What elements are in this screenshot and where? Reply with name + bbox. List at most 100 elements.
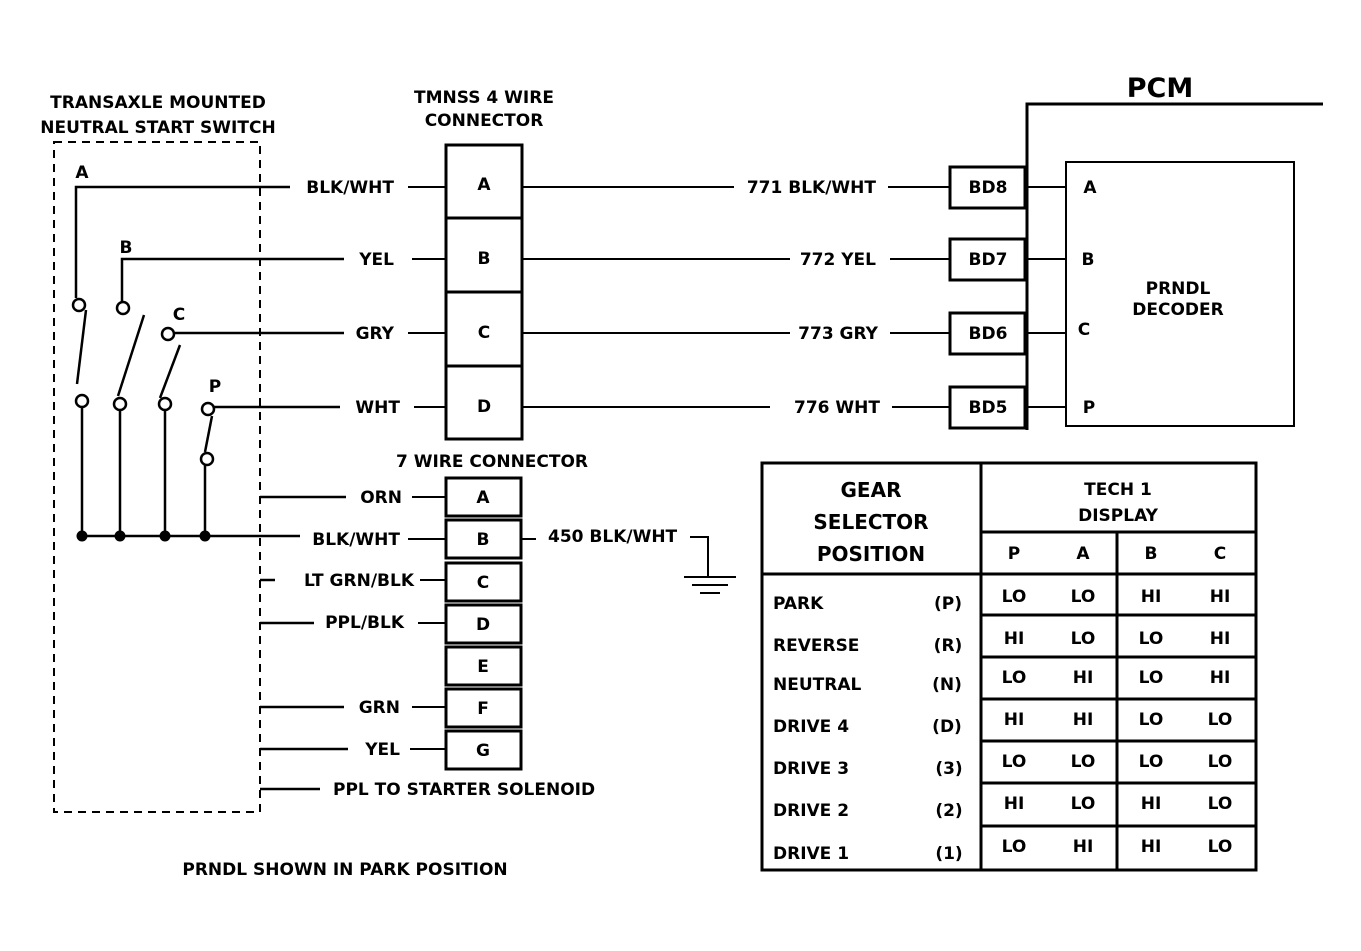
decoder-pin-a: A: [1083, 178, 1097, 198]
seven-pin-b: B: [477, 530, 490, 550]
pcm-pin-bd8: BD8: [969, 178, 1008, 198]
seven-pin-g: G: [476, 741, 490, 761]
table-cell-value: HI: [1141, 837, 1162, 857]
table-header-display: DISPLAY: [1078, 506, 1159, 526]
table-cell-value: LO: [1002, 837, 1027, 857]
wire-label-772: 772 YEL: [800, 250, 876, 270]
table-cell-value: LO: [1002, 752, 1027, 772]
seven-wire-connector: 7 WIRE CONNECTOR A B C D E F G ORN BLK/W…: [304, 452, 736, 800]
wire-label-771: 771 BLK/WHT: [747, 178, 877, 198]
table-row-gear-name: NEUTRAL: [773, 675, 861, 695]
table-rows: PARK (P) LO LO HI HI REVERSE (R) HI LO LO HI NEUTRAL…: [773, 587, 1232, 864]
table-row-gear-name: REVERSE: [773, 636, 859, 656]
table-header-position: POSITION: [817, 542, 925, 566]
seven-wire-orn: ORN: [360, 488, 402, 508]
table-cell-value: LO: [1071, 629, 1096, 649]
table-row-gear-name: PARK: [773, 594, 824, 614]
seven-pin-e: E: [477, 657, 489, 677]
table-row-gear-code: (2): [935, 801, 962, 821]
tmnss-right-leads: [522, 186, 950, 408]
table-col-a: A: [1076, 544, 1090, 564]
pcm-pin-boxes: [948, 165, 1027, 430]
table-cell-value: LO: [1002, 587, 1027, 607]
switch-label-p: P: [209, 377, 221, 397]
table-cell-value: LO: [1139, 752, 1164, 772]
tmnss-left-leads: [408, 186, 446, 408]
table-cell-value: HI: [1004, 794, 1025, 814]
table-row-gear-code: (N): [932, 675, 962, 695]
table-row-gear-code: (1): [935, 844, 962, 864]
table-cell-value: HI: [1210, 668, 1231, 688]
wire-label-776: 776 WHT: [794, 398, 880, 418]
table-header-gear: GEAR: [841, 478, 902, 502]
table-cell-value: LO: [1002, 668, 1027, 688]
tmnss-pin-d: D: [477, 397, 491, 417]
seven-pin-d: D: [476, 615, 490, 635]
table-row-gear-code: (3): [935, 759, 962, 779]
decoder-title-line-2: DECODER: [1132, 300, 1223, 320]
table-col-b: B: [1145, 544, 1158, 564]
seven-pin-f: F: [477, 699, 489, 719]
table-cell-value: HI: [1210, 587, 1231, 607]
decoder-title-line-1: PRNDL: [1146, 279, 1211, 299]
switch-title-line-2: NEUTRAL START SWITCH: [40, 118, 275, 138]
table-cell-value: LO: [1071, 752, 1096, 772]
seven-pin-a: A: [476, 488, 490, 508]
seven-title: 7 WIRE CONNECTOR: [396, 452, 588, 472]
table-row-gear-name: DRIVE 4: [773, 717, 849, 737]
switch-label-c: C: [173, 305, 185, 325]
switch-label-a: A: [75, 163, 89, 183]
tmnss-body: [444, 143, 524, 441]
table-cell-value: LO: [1071, 794, 1096, 814]
switch-contacts: [71, 185, 348, 791]
decoder-pin-c: C: [1078, 320, 1090, 340]
table-cell-value: HI: [1073, 710, 1094, 730]
table-cell-value: LO: [1208, 710, 1233, 730]
table-cell-value: HI: [1073, 668, 1094, 688]
switch-enclosure: [53, 141, 261, 813]
table-row-gear-name: DRIVE 1: [773, 844, 849, 864]
tmnss-pin-c: C: [478, 323, 490, 343]
table-cell-value: LO: [1139, 710, 1164, 730]
table-col-c: C: [1214, 544, 1226, 564]
table-cell-value: HI: [1004, 710, 1025, 730]
table-row-gear-code: (R): [934, 636, 963, 656]
seven-wire-yel: YEL: [364, 740, 400, 760]
table-cell-value: LO: [1208, 752, 1233, 772]
table-row-gear-name: DRIVE 2: [773, 801, 849, 821]
seven-pin-c: C: [477, 573, 489, 593]
table-row-gear-code: (P): [934, 594, 962, 614]
ground-wire-label: 450 BLK/WHT: [548, 527, 678, 547]
neutral-start-switch: TRANSAXLE MOUNTED NEUTRAL START SWITCH A…: [40, 93, 348, 813]
decoder-leads: [1027, 186, 1066, 408]
prndl-decoder-box: [1065, 161, 1295, 427]
wire-label-yel: YEL: [358, 250, 394, 270]
table-cell-value: LO: [1139, 668, 1164, 688]
seven-wire-grn: GRN: [359, 698, 400, 718]
switch-label-b: B: [120, 238, 133, 258]
table-header-selector: SELECTOR: [813, 510, 928, 534]
tmnss-title-line-2: CONNECTOR: [425, 111, 544, 131]
table-cell-value: HI: [1073, 837, 1094, 857]
wire-label-773: 773 GRY: [798, 324, 879, 344]
table-grid: [760, 461, 1258, 872]
pcm-boundary: [1025, 102, 1323, 430]
table-cell-value: LO: [1071, 587, 1096, 607]
gear-table: GEAR SELECTOR POSITION TECH 1 DISPLAY P …: [760, 461, 1258, 872]
wire-label-gry: GRY: [356, 324, 395, 344]
starter-wire-label: PPL TO STARTER SOLENOID: [333, 780, 595, 800]
decoder-pin-b: B: [1082, 250, 1095, 270]
table-row-gear-name: DRIVE 3: [773, 759, 849, 779]
pcm: PCM BD8 BD7 BD6 BD5 A B C P PRNDL DECODE…: [948, 73, 1323, 430]
table-cell-value: HI: [1141, 587, 1162, 607]
seven-wire-blk-wht: BLK/WHT: [312, 530, 400, 550]
table-row-gear-code: (D): [932, 717, 962, 737]
wire-label-blk-wht: BLK/WHT: [306, 178, 394, 198]
switch-title-line-1: TRANSAXLE MOUNTED: [50, 93, 266, 113]
tmnss-title-line-1: TMNSS 4 WIRE: [414, 88, 554, 108]
seven-wire-lt-grn-blk: LT GRN/BLK: [304, 571, 415, 591]
tmnss-connector: TMNSS 4 WIRE CONNECTOR A B C D BLK/WHT Y…: [306, 88, 950, 441]
footnote: PRNDL SHOWN IN PARK POSITION: [182, 860, 507, 880]
table-header-tech1: TECH 1: [1084, 480, 1152, 500]
